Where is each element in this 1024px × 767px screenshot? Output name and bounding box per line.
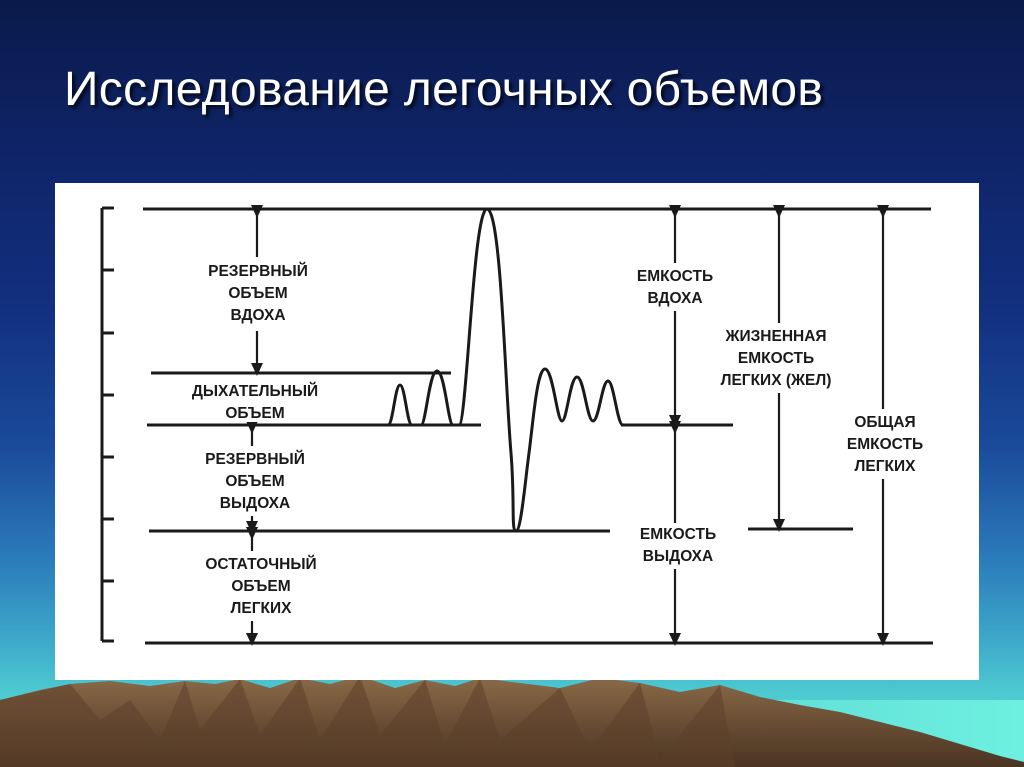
vital-capacity-label: ЖИЗНЕННАЯ ЕМКОСТЬ ЛЕГКИХ (ЖЕЛ) (703, 323, 849, 393)
label-line: РЕЗЕРВНЫЙ (205, 450, 305, 468)
label-line: ВЫДОХА (643, 548, 713, 565)
mountain-shadow (0, 676, 735, 767)
label-line: ЛЕГКИХ (ЖЕЛ) (721, 372, 832, 389)
label-background (187, 446, 321, 516)
label-line: ВДОХА (230, 307, 285, 324)
reserve-inspiratory-volume-label: РЕЗЕРВНЫЙ ОБЪЕМ ВДОХА (193, 257, 323, 331)
label-line: ЕМКОСТЬ (847, 436, 923, 453)
label-line: ВЫДОХА (220, 495, 290, 512)
label-background (625, 523, 733, 569)
label-line: ДЫХАТЕЛЬНЫЙ (192, 382, 318, 400)
label-background (185, 551, 331, 621)
label-line: ОСТАТОЧНЫЙ (205, 555, 316, 573)
label-background (193, 257, 323, 331)
label-line: РЕЗЕРВНЫЙ (208, 262, 308, 280)
label-line: ЖИЗНЕННАЯ (724, 328, 826, 345)
label-line: ЛЕГКИХ (231, 600, 293, 617)
reserve-expiratory-volume-label: РЕЗЕРВНЫЙ ОБЪЕМ ВЫДОХА (187, 446, 321, 516)
label-background (835, 409, 931, 479)
inspiratory-capacity-label: ЕМКОСТЬ ВДОХА (621, 263, 731, 311)
level-lines (143, 207, 933, 645)
label-background (703, 323, 849, 393)
label-line: ОБЪЕМ (231, 578, 290, 595)
label-line: ОБЪЕМ (225, 473, 284, 490)
label-line: ЕМКОСТЬ (637, 268, 713, 285)
label-line: ВДОХА (647, 290, 702, 307)
label-line: ОБЪЕМ (225, 405, 284, 422)
residual-volume-label: ОСТАТОЧНЫЙ ОБЪЕМ ЛЕГКИХ (185, 551, 331, 621)
lung-volumes-diagram: РЕЗЕРВНЫЙ ОБЪЕМ ВДОХА ДЫХАТЕЛЬНЫЙ ОБЪЕМ … (55, 183, 979, 680)
expiratory-capacity-label: ЕМКОСТЬ ВЫДОХА (625, 523, 733, 569)
tidal-volume-label: ДЫХАТЕЛЬНЫЙ ОБЪЕМ (173, 378, 341, 422)
lung-volumes-diagram-svg: РЕЗЕРВНЫЙ ОБЪЕМ ВДОХА ДЫХАТЕЛЬНЫЙ ОБЪЕМ … (100, 205, 933, 646)
label-line: ОБЩАЯ (854, 414, 915, 431)
scale-bracket (100, 206, 114, 643)
label-background (173, 378, 341, 422)
spirogram-curve (360, 207, 625, 533)
slide-title: Исследование легочных объемов (64, 63, 824, 116)
label-line: ЛЕГКИХ (855, 458, 917, 475)
label-line: ЕМКОСТЬ (640, 526, 716, 543)
label-background (621, 263, 731, 311)
total-lung-capacity-label: ОБЩАЯ ЕМКОСТЬ ЛЕГКИХ (835, 409, 931, 479)
label-line: ОБЪЕМ (228, 285, 287, 302)
label-line: ЕМКОСТЬ (738, 350, 814, 367)
